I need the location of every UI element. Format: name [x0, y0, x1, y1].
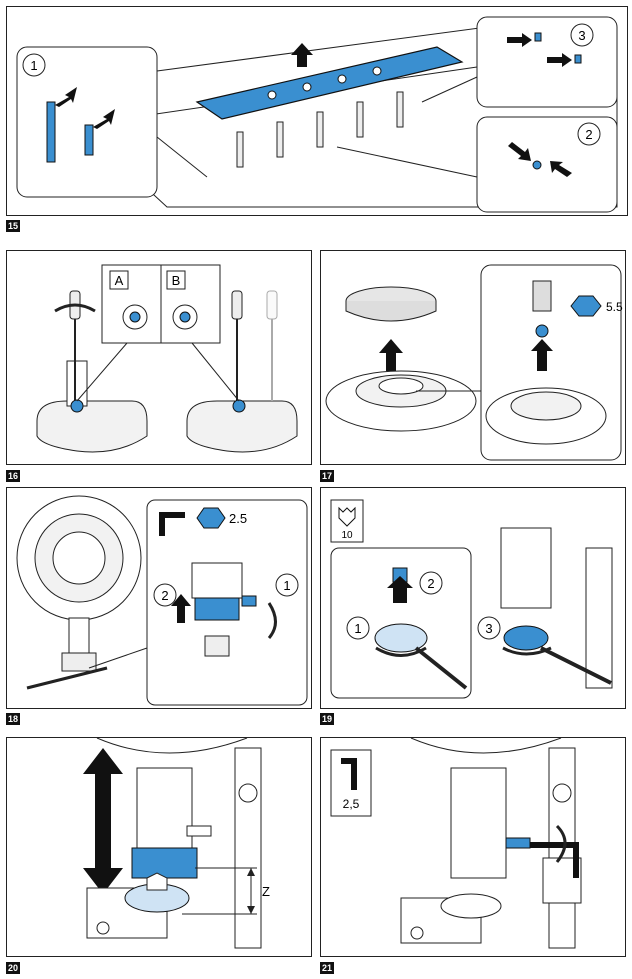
fig15-illustration: 1 3 2 [16, 16, 618, 213]
fig19-step1-label: 1 [354, 621, 361, 636]
panel-fig17: 5.5 [320, 250, 626, 465]
panel-fig18: 2.5 2 1 [6, 487, 312, 709]
fig17-illustration: 5.5 [325, 264, 623, 461]
figure-number-19: 19 [320, 713, 334, 725]
panel-fig16: A B [6, 250, 312, 465]
fig17-hex-size: 5.5 [606, 300, 623, 314]
hex-key-icon [530, 842, 579, 878]
fig15-step1-label: 1 [30, 58, 37, 73]
fig19-illustration: 10 2 1 3 [330, 499, 613, 699]
fig19-wrench-size: 10 [341, 530, 353, 541]
fig16-illustration: A B [36, 264, 298, 453]
fig20-illustration: Z [83, 738, 270, 949]
up-arrow-icon [291, 43, 313, 67]
figure-number-16: 16 [6, 470, 20, 482]
hex-nut-icon [570, 295, 602, 317]
dimension-z-label: Z [262, 884, 270, 899]
variant-b-label: B [172, 273, 181, 288]
fig21-illustration: 2,5 [330, 738, 582, 949]
control-panel-cover [195, 46, 464, 120]
figure-number-21: 21 [320, 962, 334, 974]
panel-fig19: 10 2 1 3 [320, 487, 626, 709]
figure-number-18: 18 [6, 713, 20, 725]
up-arrow-icon [379, 339, 403, 371]
fig15-step2-label: 2 [585, 127, 592, 142]
figure-number-20: 20 [6, 962, 20, 974]
fig18-step2-label: 2 [161, 588, 168, 603]
hex-key-icon [159, 512, 185, 536]
fig19-step3-label: 3 [485, 621, 492, 636]
figure-number-17: 17 [320, 470, 334, 482]
rotate-icon [54, 303, 96, 313]
screwdriver-icon [231, 290, 278, 401]
figure-number-15: 15 [6, 220, 20, 232]
variant-a-label: A [115, 273, 124, 288]
fig18-hex-size: 2.5 [229, 511, 247, 526]
wrench-icon [330, 499, 364, 543]
fig19-step2-label: 2 [427, 576, 434, 591]
fig18-illustration: 2.5 2 1 [16, 495, 308, 706]
fig18-step1-label: 1 [283, 578, 290, 593]
panel-fig21: 2,5 [320, 737, 626, 957]
panel-fig15: 1 3 2 [6, 6, 628, 216]
double-arrow-icon [83, 748, 123, 894]
fig21-hex-size: 2,5 [343, 797, 360, 811]
rotate-icon [555, 824, 567, 863]
panel-fig20: Z [6, 737, 312, 957]
rotate-icon [267, 602, 277, 639]
fig15-step3-label: 3 [578, 28, 585, 43]
hex-nut-icon [196, 507, 226, 529]
